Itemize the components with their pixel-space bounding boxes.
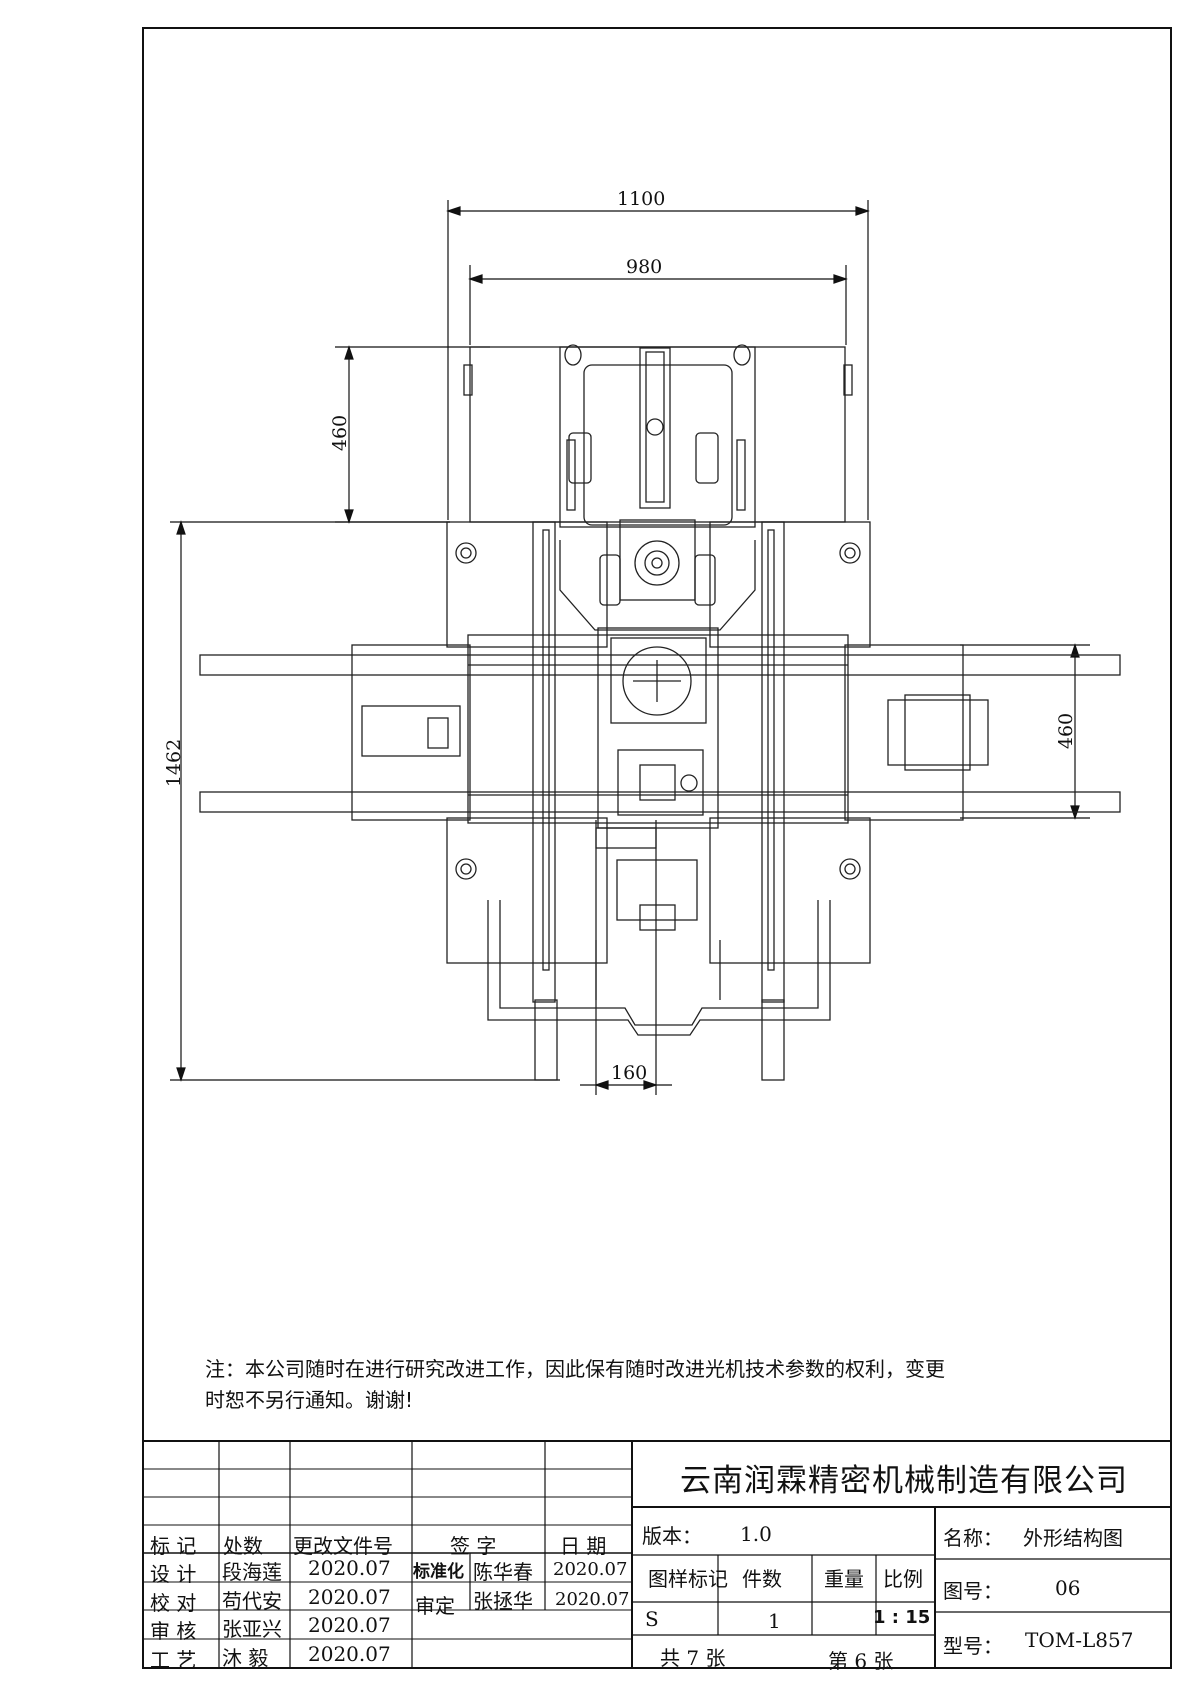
date-check: 2020.07 <box>308 1585 391 1609</box>
title-block-grid <box>142 1440 1172 1669</box>
version-value: 1.0 <box>740 1522 772 1546</box>
name-value: 外形结构图 <box>1023 1526 1123 1550</box>
dimension-rail-spacing: 460 <box>1055 712 1078 750</box>
weight-label: 重量 <box>824 1567 864 1591</box>
name-label: 名称： <box>943 1526 1003 1550</box>
date-review: 2020.07 <box>308 1613 391 1637</box>
header-count: 处数 <box>223 1534 263 1558</box>
role-review: 审 核 <box>150 1619 197 1643</box>
name-check: 苟代安 <box>222 1589 282 1613</box>
date-design: 2020.07 <box>308 1556 391 1580</box>
dimension-top-height: 460 <box>329 414 352 452</box>
role-design: 设 计 <box>150 1562 197 1586</box>
pieces-label: 件数 <box>742 1567 782 1591</box>
date-process: 2020.07 <box>308 1642 391 1666</box>
total-sheets: 共 7 张 <box>660 1646 726 1670</box>
scale-label: 比例 <box>883 1567 923 1591</box>
name-approval: 张拯华 <box>473 1589 533 1613</box>
name-process: 沐 毅 <box>222 1646 269 1670</box>
note-line-2: 时恕不另行通知。谢谢! <box>205 1388 414 1412</box>
date-standardization: 2020.07 <box>553 1559 628 1580</box>
drawing-no-value: 06 <box>1055 1576 1081 1600</box>
header-change-doc: 更改文件号 <box>293 1534 393 1558</box>
pieces-value: 1 <box>768 1609 781 1633</box>
scale-value: 1 : 15 <box>873 1607 931 1628</box>
model-value: TOM-L857 <box>1025 1628 1134 1652</box>
dimension-overall-height: 1462 <box>163 738 186 788</box>
name-standardization: 陈华春 <box>473 1560 533 1584</box>
role-approval: 审定 <box>415 1594 455 1618</box>
pattern-mark-label: 图样标记 <box>648 1567 728 1591</box>
model-label: 型号： <box>943 1634 1003 1658</box>
role-standardization: 标准化 <box>413 1562 464 1582</box>
company-name: 云南润霖精密机械制造有限公司 <box>680 1463 1128 1499</box>
dimension-inner-width: 980 <box>626 256 663 278</box>
dimension-overall-width: 1100 <box>617 188 666 210</box>
dimension-spindle-offset: 160 <box>611 1062 648 1084</box>
note-line-1: 注：本公司随时在进行研究改进工作，因此保有随时改进光机技术参数的权利，变更 <box>205 1357 945 1381</box>
header-signature: 签 字 <box>450 1534 497 1558</box>
version-label: 版本： <box>642 1524 702 1548</box>
sheet-number: 第 6 张 <box>828 1649 894 1673</box>
dimension-lines <box>170 200 1090 1095</box>
date-approval: 2020.07 <box>555 1589 630 1610</box>
name-design: 段海莲 <box>222 1560 282 1584</box>
machine-drawing <box>170 200 1121 1095</box>
header-mark: 标 记 <box>150 1534 197 1558</box>
role-process: 工 艺 <box>150 1648 197 1672</box>
role-check: 校 对 <box>150 1591 197 1615</box>
disclaimer-note: 注：本公司随时在进行研究改进工作，因此保有随时改进光机技术参数的权利，变更 时恕… <box>205 1354 1085 1416</box>
header-date: 日 期 <box>560 1534 607 1558</box>
name-review: 张亚兴 <box>222 1617 282 1641</box>
drawing-no-label: 图号： <box>943 1579 1003 1603</box>
pattern-mark-value: S <box>645 1607 659 1631</box>
